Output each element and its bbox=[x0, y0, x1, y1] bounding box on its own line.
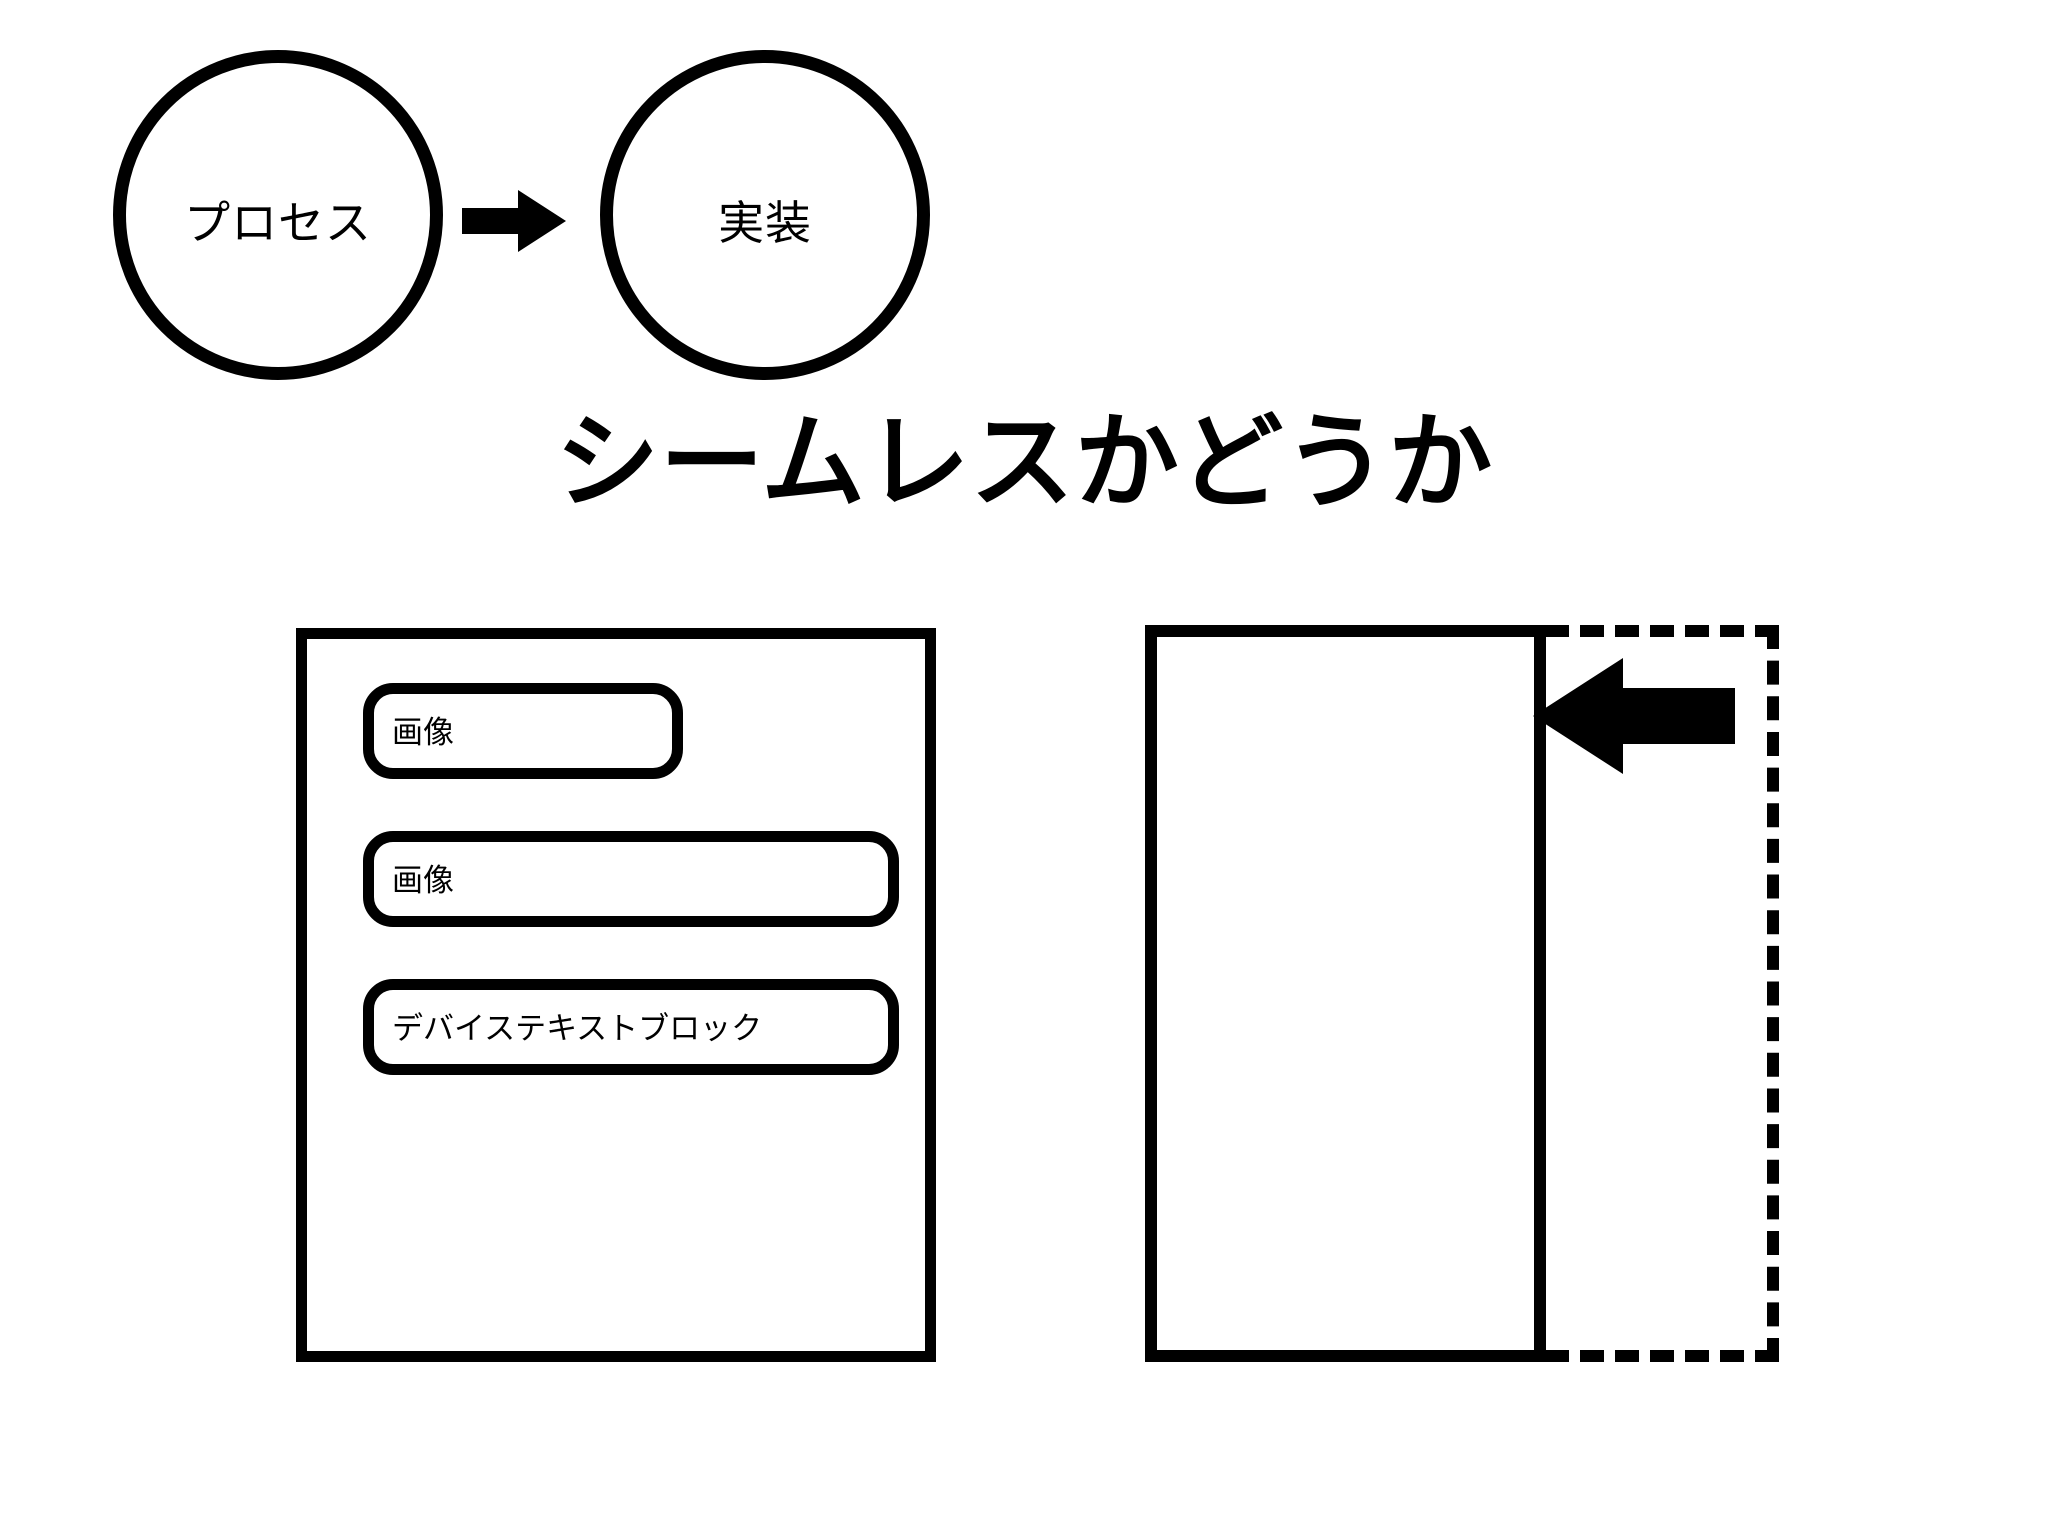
left-device-frame: 画像 画像 デバイステキストブロック bbox=[296, 628, 936, 1362]
flow-circle-process-label: プロセス bbox=[184, 197, 372, 249]
content-block-image-1: 画像 bbox=[363, 683, 683, 779]
content-block-image-1-label: 画像 bbox=[392, 714, 454, 750]
right-device-frame-solid bbox=[1145, 625, 1546, 1362]
headline-text: シームレスかどうか bbox=[555, 405, 1493, 521]
right-device-frame-dashed bbox=[1545, 625, 1779, 1362]
content-block-device-text: デバイステキストブロック bbox=[363, 979, 899, 1075]
flow-circle-implementation-label: 実装 bbox=[718, 197, 812, 249]
arrow-left-icon bbox=[1533, 658, 1735, 774]
arrow-right-icon bbox=[462, 190, 566, 252]
flow-circle-process: プロセス bbox=[113, 50, 443, 380]
content-block-image-2: 画像 bbox=[363, 831, 899, 927]
flow-circle-implementation: 実装 bbox=[600, 50, 930, 380]
content-block-image-2-label: 画像 bbox=[392, 862, 454, 898]
content-block-device-text-label: デバイステキストブロック bbox=[392, 1010, 763, 1046]
